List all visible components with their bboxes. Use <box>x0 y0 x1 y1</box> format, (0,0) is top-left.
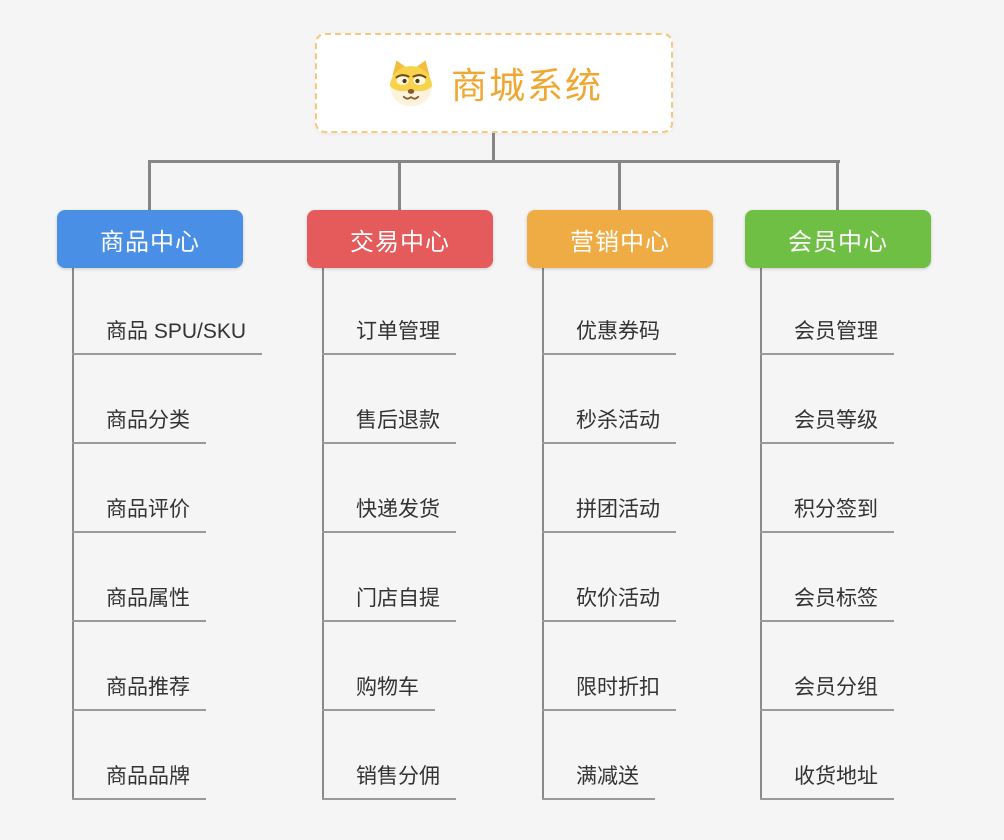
leaf-node[interactable]: 秒杀活动 <box>542 355 676 444</box>
leaf-label: 会员等级 <box>760 404 894 444</box>
branch-label: 会员中心 <box>788 228 888 256</box>
leaf-label: 会员分组 <box>760 671 894 711</box>
connector-bus-line <box>149 160 840 163</box>
connector-drop-product <box>148 160 151 210</box>
leaf-node[interactable]: 订单管理 <box>322 266 456 355</box>
leaf-node[interactable]: 商品 SPU/SKU <box>72 266 263 355</box>
leaf-label: 售后退款 <box>322 404 456 444</box>
leaf-node[interactable]: 收货地址 <box>760 711 894 800</box>
leaf-node[interactable]: 商品属性 <box>72 533 262 622</box>
connector-root-stem <box>492 133 495 163</box>
root-node[interactable]: 商城系统 <box>315 33 673 133</box>
leaf-label: 商品 SPU/SKU <box>72 315 263 355</box>
leaf-label: 拼团活动 <box>542 493 676 533</box>
leaf-node[interactable]: 快递发货 <box>322 444 456 533</box>
branch-node-product-center[interactable]: 商品中心 <box>57 210 243 268</box>
leaf-label: 快递发货 <box>322 493 456 533</box>
connector-drop-trade <box>398 160 401 210</box>
trunk-line-member <box>760 268 762 800</box>
leaf-node[interactable]: 满减送 <box>542 711 676 800</box>
leaf-node[interactable]: 商品品牌 <box>72 711 262 800</box>
branch-label: 交易中心 <box>350 228 450 256</box>
trunk-line-marketing <box>542 268 544 800</box>
leaf-column-marketing: 优惠券码 秒杀活动 拼团活动 砍价活动 限时折扣 满减送 <box>542 266 676 800</box>
leaf-node[interactable]: 售后退款 <box>322 355 456 444</box>
trunk-line-product <box>72 268 74 800</box>
leaf-label: 商品属性 <box>72 582 206 622</box>
leaf-node[interactable]: 限时折扣 <box>542 622 676 711</box>
leaf-node[interactable]: 会员等级 <box>760 355 894 444</box>
leaf-label: 限时折扣 <box>542 671 676 711</box>
leaf-label: 商品推荐 <box>72 671 206 711</box>
leaf-node[interactable]: 会员分组 <box>760 622 894 711</box>
leaf-node[interactable]: 会员管理 <box>760 266 894 355</box>
leaf-label: 商品评价 <box>72 493 206 533</box>
leaf-node[interactable]: 商品评价 <box>72 444 262 533</box>
leaf-label: 商品品牌 <box>72 760 206 800</box>
leaf-node[interactable]: 优惠券码 <box>542 266 676 355</box>
trunk-line-trade <box>322 268 324 800</box>
leaf-label: 购物车 <box>322 671 435 711</box>
leaf-label: 收货地址 <box>760 760 894 800</box>
leaf-label: 优惠券码 <box>542 315 676 355</box>
leaf-node[interactable]: 商品分类 <box>72 355 262 444</box>
leaf-column-member: 会员管理 会员等级 积分签到 会员标签 会员分组 收货地址 <box>760 266 894 800</box>
leaf-label: 积分签到 <box>760 493 894 533</box>
branch-label: 商品中心 <box>100 228 200 256</box>
leaf-node[interactable]: 商品推荐 <box>72 622 262 711</box>
dog-face-icon <box>390 60 432 107</box>
leaf-node[interactable]: 积分签到 <box>760 444 894 533</box>
leaf-node[interactable]: 购物车 <box>322 622 456 711</box>
connector-drop-member <box>836 160 839 210</box>
leaf-label: 订单管理 <box>322 315 456 355</box>
leaf-node[interactable]: 会员标签 <box>760 533 894 622</box>
leaf-label: 商品分类 <box>72 404 206 444</box>
leaf-label: 秒杀活动 <box>542 404 676 444</box>
branch-node-member-center[interactable]: 会员中心 <box>745 210 931 268</box>
branch-node-trade-center[interactable]: 交易中心 <box>307 210 493 268</box>
leaf-label: 销售分佣 <box>322 760 456 800</box>
leaf-node[interactable]: 拼团活动 <box>542 444 676 533</box>
leaf-label: 满减送 <box>542 760 655 800</box>
leaf-node[interactable]: 销售分佣 <box>322 711 456 800</box>
leaf-column-product: 商品 SPU/SKU 商品分类 商品评价 商品属性 商品推荐 商品品牌 <box>72 266 263 800</box>
root-node-title: 商城系统 <box>450 65 603 106</box>
leaf-label: 门店自提 <box>322 582 456 622</box>
leaf-label: 会员管理 <box>760 315 894 355</box>
leaf-node[interactable]: 砍价活动 <box>542 533 676 622</box>
leaf-label: 会员标签 <box>760 582 894 622</box>
leaf-node[interactable]: 门店自提 <box>322 533 456 622</box>
leaf-label: 砍价活动 <box>542 582 676 622</box>
leaf-column-trade: 订单管理 售后退款 快递发货 门店自提 购物车 销售分佣 <box>322 266 456 800</box>
branch-label: 营销中心 <box>570 228 670 256</box>
connector-drop-marketing <box>618 160 621 210</box>
branch-node-marketing-center[interactable]: 营销中心 <box>527 210 713 268</box>
